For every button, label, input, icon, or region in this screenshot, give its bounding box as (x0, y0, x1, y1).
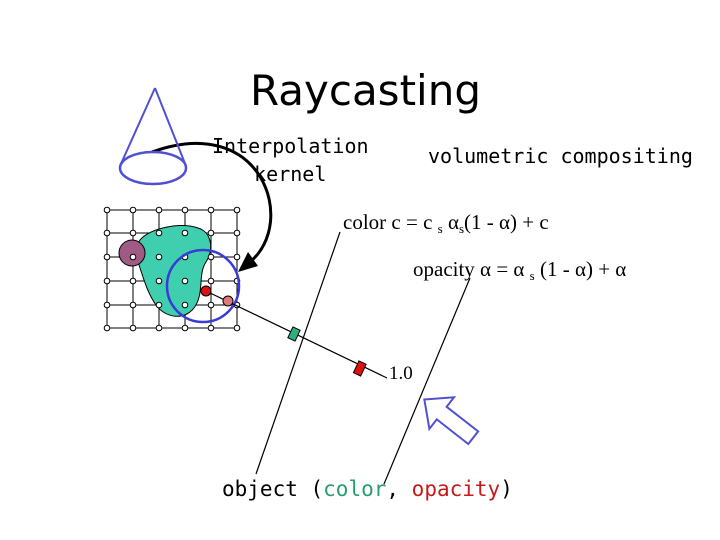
grid-node (155, 324, 163, 332)
grid-node (129, 253, 137, 261)
object-label-color: color (323, 477, 387, 501)
kernel-circle (165, 248, 241, 324)
grid-node (129, 277, 137, 285)
grid-node (233, 324, 241, 332)
kernel-label-line1: Interpolation (212, 134, 369, 158)
purple-sample-dot (118, 239, 146, 267)
kernel-arrowhead-icon (238, 252, 258, 272)
next-sample-point (222, 295, 234, 307)
grid-node (103, 229, 111, 237)
grid-node (129, 206, 137, 214)
color-formula-mid: α (442, 210, 459, 234)
grid-node (207, 277, 215, 285)
opacity-formula-lhs: opacity α = α (413, 257, 530, 281)
color-formula-rest: (1 - α) + c (464, 210, 549, 234)
grid-node (207, 324, 215, 332)
grid-node (181, 206, 189, 214)
grid-node (233, 253, 241, 261)
grid-node (181, 277, 189, 285)
color-formula-lhs: color c = c (343, 210, 438, 234)
color-formula-sub1: s (437, 221, 443, 236)
opacity-formula-rest: (1 - α) + α (534, 257, 627, 281)
kernel-arrow (151, 141, 273, 264)
grid-node (207, 206, 215, 214)
object-label-suffix: ) (500, 477, 513, 501)
grid-node (181, 229, 189, 237)
interpolation-kernel-label: Interpolation kernel (212, 132, 369, 188)
grid-node (207, 301, 215, 309)
color-formula-sub2: s (458, 221, 465, 236)
grid-node (129, 324, 137, 332)
grid-node (155, 301, 163, 309)
grid-node (103, 277, 111, 285)
sample-value-label: 1.0 (389, 363, 413, 384)
grid-node (155, 206, 163, 214)
grid-node (207, 253, 215, 261)
grid-node (103, 324, 111, 332)
object-label-opacity: opacity (411, 477, 501, 501)
grid-node (181, 301, 189, 309)
grid-node (129, 301, 137, 309)
red-pixel-marker (352, 360, 367, 377)
grid-node (103, 253, 111, 261)
sample-point (200, 285, 212, 297)
object-label: object (color, opacity) (222, 477, 513, 501)
grid-node (155, 253, 163, 261)
grid-nodes (103, 206, 241, 332)
grid-node (181, 324, 189, 332)
page-title: Raycasting (250, 66, 481, 115)
right-plane (383, 277, 471, 485)
color-formula: color c = c s αs(1 - α) + c (343, 210, 549, 237)
kernel-label-line2: kernel (254, 162, 327, 186)
grid-node (103, 301, 111, 309)
grid-node (103, 206, 111, 214)
grid-node (155, 229, 163, 237)
grid-node (207, 229, 215, 237)
opacity-formula: opacity α = α s (1 - α) + α (413, 257, 626, 284)
object-label-sep: , (386, 477, 412, 501)
grid-node (129, 229, 137, 237)
grid-node (155, 277, 163, 285)
grid-node (233, 229, 241, 237)
green-pixel-marker (287, 326, 301, 342)
volumetric-compositing-label: volumetric compositing (428, 144, 693, 168)
view-direction-arrow-icon (423, 396, 480, 446)
grid-node (233, 206, 241, 214)
object-blob (135, 225, 212, 317)
object-label-prefix: object ( (222, 477, 324, 501)
eye-cone-icon (118, 87, 188, 186)
image-plane (255, 231, 341, 475)
opacity-formula-sub: s (529, 268, 535, 283)
